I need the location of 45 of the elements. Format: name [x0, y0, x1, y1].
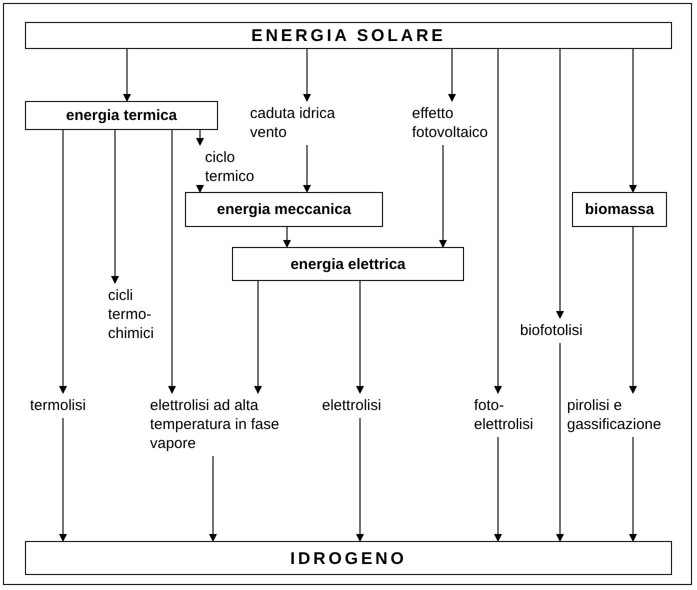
arrow	[59, 130, 67, 394]
arrow	[111, 130, 119, 284]
process-label: pirolisi e gassificazione	[567, 396, 692, 434]
arrow	[629, 436, 637, 542]
process-label: termolisi	[30, 396, 86, 415]
arrow	[283, 226, 291, 248]
process-label: elettrolisi	[322, 396, 382, 415]
process-box	[25, 541, 672, 575]
process-label: foto-elettrolisi	[474, 396, 534, 434]
box-label: ENERGIA SOLARE	[251, 26, 446, 45]
process-label: biofotolisi	[520, 321, 583, 340]
arrow	[209, 456, 217, 542]
arrow	[556, 342, 564, 542]
arrow	[356, 280, 364, 394]
box-label: biomassa	[584, 200, 654, 219]
box-label: IDROGENO	[290, 548, 407, 568]
process-box	[25, 101, 218, 130]
arrow	[448, 48, 456, 102]
process-label: caduta idrica vento	[250, 104, 370, 142]
process-label: ciclo termico	[205, 148, 270, 186]
arrow	[196, 185, 204, 193]
arrow	[59, 418, 67, 542]
process-label: effetto fotovoltaico	[412, 104, 507, 142]
arrow	[356, 418, 364, 542]
process-box	[572, 192, 667, 227]
arrow	[168, 130, 176, 394]
process-box	[25, 22, 672, 49]
process-label: cicli termo-chimici	[108, 286, 166, 343]
arrow	[629, 226, 637, 394]
box-label: energia termica	[66, 106, 177, 125]
box-label: energia elettrica	[290, 254, 406, 274]
arrow	[629, 48, 637, 193]
arrow	[303, 144, 311, 193]
arrow	[494, 48, 502, 394]
process-label: elettrolisi ad alta temperatura in fase vapore	[150, 396, 300, 453]
arrow	[439, 144, 447, 248]
arrow	[254, 280, 262, 394]
box-label: energia meccanica	[216, 200, 352, 219]
process-box	[232, 247, 464, 281]
arrow	[123, 48, 131, 102]
arrow	[303, 48, 311, 102]
arrow	[556, 48, 564, 319]
arrow	[196, 130, 204, 146]
process-box	[185, 192, 383, 227]
arrow	[494, 436, 502, 542]
